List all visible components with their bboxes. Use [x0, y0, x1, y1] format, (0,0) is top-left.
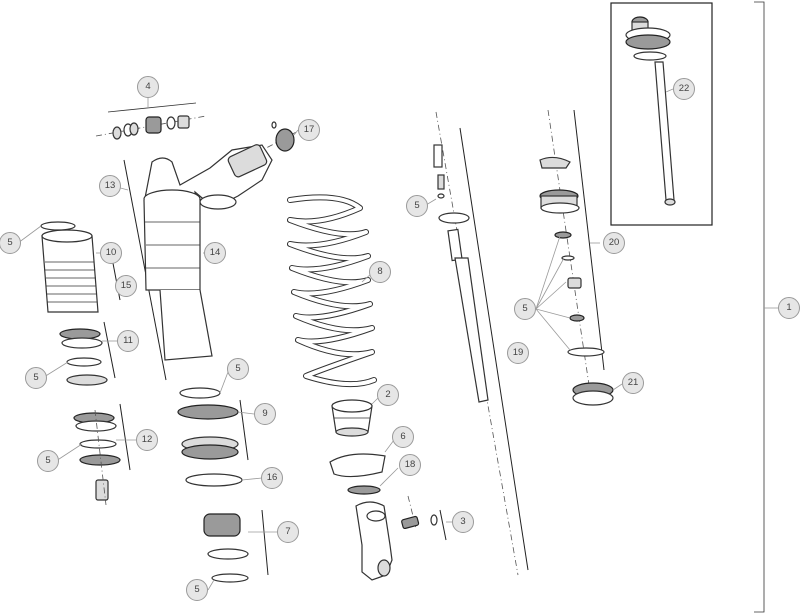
part-18-lower-eye	[347, 467, 454, 581]
callout-16: 16	[261, 467, 283, 489]
callout-8: 8	[369, 261, 391, 283]
part-8-coil-spring	[287, 194, 377, 388]
callout-5-shaft: 5	[406, 195, 428, 217]
part-9-16-7-lower-stack	[177, 371, 278, 591]
callout-6: 6	[392, 426, 414, 448]
part-2-bump-stop	[331, 395, 381, 437]
callout-5-upper-seal: 5	[25, 367, 47, 389]
part-14-shock-body	[112, 144, 273, 381]
part-20-21-right-stack	[535, 109, 623, 406]
callout-15: 15	[115, 275, 137, 297]
part-12-end-cap	[55, 403, 136, 506]
callout-17: 17	[298, 119, 320, 141]
assembly-bracket	[754, 1, 778, 613]
callout-13: 13	[99, 175, 121, 197]
callout-7: 7	[277, 521, 299, 543]
callout-2: 2	[377, 384, 399, 406]
callout-3: 3	[452, 511, 474, 533]
callout-14: 14	[204, 242, 226, 264]
callout-1: 1	[778, 297, 800, 319]
callout-5-sleeve: 5	[0, 232, 21, 254]
callout-22: 22	[673, 78, 695, 100]
inset-box-shaft	[610, 2, 713, 226]
part-10-air-sleeve	[17, 221, 121, 313]
part-6-cup	[329, 439, 395, 478]
callout-5-right-stack: 5	[514, 298, 536, 320]
callout-18: 18	[399, 454, 421, 476]
callout-20: 20	[603, 232, 625, 254]
callout-5-end-cap: 5	[37, 450, 59, 472]
callout-9: 9	[254, 403, 276, 425]
part-4-cartridge-bits	[95, 96, 207, 140]
callout-11: 11	[117, 330, 139, 352]
callout-5-bottom: 5	[186, 579, 208, 601]
callout-12: 12	[136, 429, 158, 451]
part-19-shaft	[425, 111, 529, 576]
callout-21: 21	[622, 372, 644, 394]
part-11-seals	[43, 321, 118, 386]
callout-5-body: 5	[227, 358, 249, 380]
callout-19: 19	[507, 342, 529, 364]
callout-4: 4	[137, 76, 159, 98]
callout-10: 10	[100, 242, 122, 264]
